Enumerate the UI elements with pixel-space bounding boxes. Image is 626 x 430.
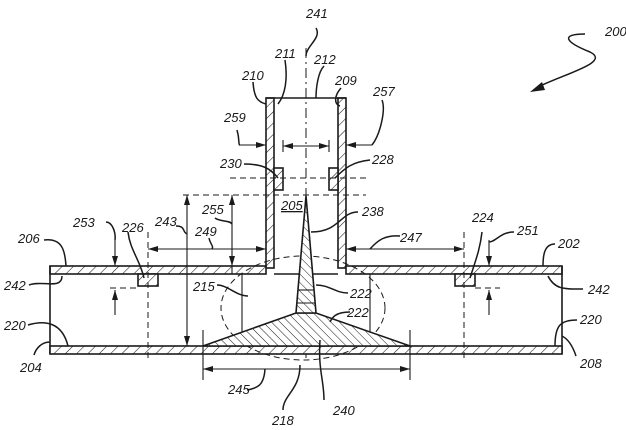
leader-228: [334, 159, 371, 179]
leader-208: [561, 335, 577, 357]
arrowhead: [112, 256, 118, 266]
arrowhead: [229, 195, 235, 205]
arrowhead: [229, 256, 235, 266]
seal-block-230: [273, 167, 284, 191]
branch-wall-left: [265, 97, 275, 269]
label-241: 241: [305, 6, 328, 21]
arrowhead: [486, 290, 492, 300]
figure-ref-arrow: [539, 33, 597, 87]
label-249: 249: [194, 224, 217, 239]
label-257: 257: [372, 84, 395, 99]
label-247: 247: [399, 230, 422, 245]
label-240: 240: [332, 403, 355, 418]
leader-240: [318, 339, 325, 401]
leader-247: [369, 235, 401, 250]
leader-249: [208, 237, 214, 250]
leader-210: [252, 81, 267, 105]
baffle-224: [454, 273, 476, 287]
arrowhead: [530, 82, 545, 92]
label-206: 206: [17, 231, 40, 246]
arrowhead: [112, 290, 118, 300]
label-242-left: 242: [3, 278, 26, 293]
label-238: 238: [361, 204, 384, 219]
arrowhead: [256, 142, 266, 148]
arrowhead: [319, 143, 329, 149]
arrowhead: [203, 366, 213, 372]
label-242-right: 242: [587, 282, 610, 297]
label-222-lower: 222: [346, 305, 369, 320]
arrowhead: [400, 366, 410, 372]
label-226: 226: [121, 220, 144, 235]
label-259: 259: [223, 110, 246, 125]
leader-211: [277, 59, 287, 105]
arrowhead: [148, 246, 158, 252]
leader-226: [127, 231, 145, 279]
label-228: 228: [371, 152, 394, 167]
arrowhead: [256, 246, 266, 252]
arrowhead: [454, 246, 464, 252]
leader-212: [315, 65, 325, 99]
seal-block-228: [328, 167, 339, 191]
label-200: 200: [604, 24, 626, 39]
leader-224: [469, 231, 483, 279]
label-212: 212: [313, 52, 336, 67]
label-222-upper: 222: [349, 286, 372, 301]
arrowhead: [184, 195, 190, 205]
arrowhead: [346, 142, 356, 148]
label-251: 251: [516, 223, 539, 238]
arrowhead: [346, 246, 356, 252]
label-209: 209: [334, 73, 357, 88]
label-210: 210: [241, 68, 264, 83]
leader-251: [488, 231, 515, 243]
leader-245: [246, 368, 266, 391]
leader-255: [214, 217, 233, 225]
leader-215: [216, 284, 249, 297]
arrowhead: [184, 336, 190, 346]
leader-241: [305, 27, 319, 57]
leader-243: [175, 225, 188, 235]
leader-253: [105, 221, 116, 241]
label-208: 208: [579, 356, 602, 371]
flow-diverter-spike-238: [295, 195, 317, 314]
branch-wall-right: [337, 97, 347, 269]
leader-204: [33, 341, 51, 356]
label-245: 245: [227, 382, 250, 397]
label-205: 205: [280, 198, 303, 213]
leader-202: [542, 243, 556, 267]
label-220-right: 220: [579, 312, 602, 327]
label-243: 243: [154, 214, 177, 229]
leader-222-upper: [315, 284, 349, 294]
leader-220-left: [27, 322, 69, 347]
leader-238: [310, 211, 359, 233]
leader-242-left: [28, 275, 63, 286]
leader-218: [282, 364, 301, 411]
arrowhead: [486, 256, 492, 266]
label-224: 224: [471, 210, 494, 225]
main-top-wall-right: [345, 265, 563, 275]
main-top-wall-left: [49, 265, 267, 275]
flow-diverter-base-240: [202, 312, 411, 347]
label-211: 211: [274, 46, 296, 61]
main-bottom-wall: [49, 345, 563, 355]
label-218: 218: [271, 413, 294, 428]
leader-220-right: [554, 319, 578, 347]
label-204: 204: [19, 360, 42, 375]
leader-242-right: [547, 275, 584, 290]
label-230: 230: [219, 156, 242, 171]
label-255: 255: [201, 202, 224, 217]
leader-259: [236, 129, 241, 146]
label-220-left: 220: [3, 318, 26, 333]
leader-209: [334, 87, 342, 107]
label-215: 215: [192, 279, 215, 294]
leader-230: [243, 163, 279, 179]
arrowhead: [283, 143, 293, 149]
leader-222-lower: [329, 311, 351, 323]
label-202: 202: [557, 236, 580, 251]
leader-257: [371, 99, 384, 146]
region-ellipse-218: [220, 255, 386, 361]
leader-206: [43, 239, 67, 267]
label-253: 253: [72, 215, 95, 230]
